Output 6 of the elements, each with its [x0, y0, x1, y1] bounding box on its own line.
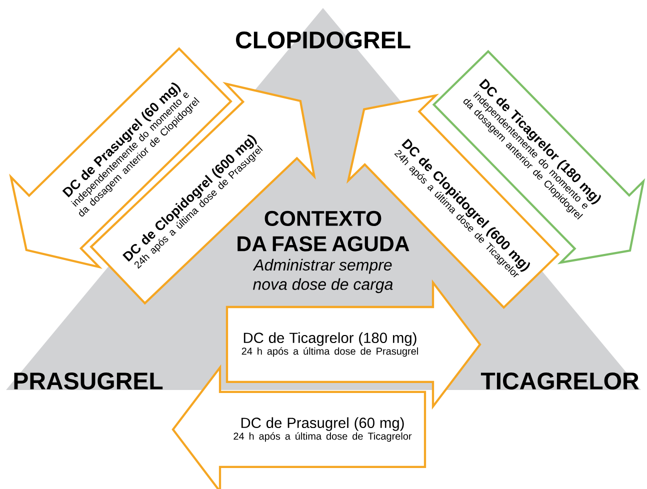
- corner-label: TICAGRELOR: [480, 372, 639, 390]
- pointed-text-box: DC de Prasugrel (60 mg) 24 h após a última dose de Ticagrelor: [172, 364, 426, 489]
- corner-label: CLOPIDOGREL: [236, 32, 410, 48]
- node-label: DC de Prasugrel (60 mg): [241, 417, 404, 431]
- node-label: 24 h após a última dose de Ticagrelor: [234, 432, 412, 442]
- corner-label: PRASUGREL: [14, 372, 163, 390]
